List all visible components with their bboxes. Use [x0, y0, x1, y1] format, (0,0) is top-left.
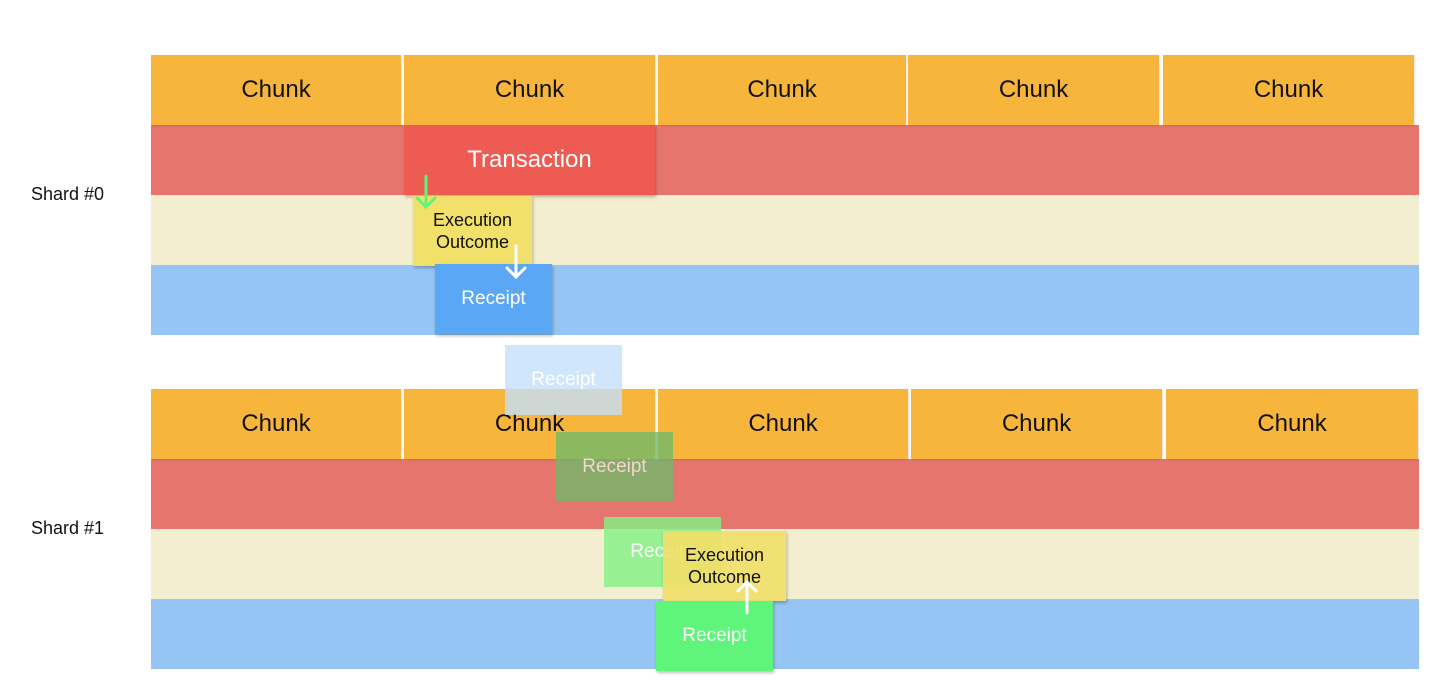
execution-outcome-line-2: Outcome [435, 232, 510, 252]
shard-1-chunk-4: Chunk [911, 389, 1162, 459]
execution-outcome-line-2: Outcome [687, 567, 762, 587]
shard-0-chunk-3: Chunk [658, 55, 906, 125]
shard-0-chunk-2: Chunk [404, 55, 655, 125]
shard-1-transaction-band [151, 459, 1419, 529]
shard-0-chunk-4: Chunk [908, 55, 1159, 125]
shard-0-receipt-band [151, 265, 1419, 335]
shard-0-execution-band [151, 195, 1419, 265]
shard-1-chunk-3: Chunk [658, 389, 908, 459]
shard-1-receipt-mid-box: Receipt [556, 432, 673, 501]
shard-0-transaction-box: Transaction [404, 125, 655, 195]
execution-outcome-line-1: Execution [684, 545, 765, 565]
shard-0-receipt-box: Receipt [435, 264, 552, 334]
shard-0-chunk-1: Chunk [151, 55, 401, 125]
shard-0-label: Shard #0 [31, 184, 105, 204]
shard-0-execution-outcome-box: Execution Outcome [413, 196, 532, 266]
shard-1-chunk-1: Chunk [151, 389, 401, 459]
shard-0-transaction-band [151, 125, 1419, 195]
shard-1-chunk-5: Chunk [1166, 389, 1418, 459]
shard-1-receipt-band [151, 599, 1419, 669]
shard-1-execution-outcome-box: Execution Outcome [663, 531, 786, 601]
shard-1-receipt-ghost-box: Receipt [505, 345, 622, 415]
shard-1-receipt-box: Receipt [656, 601, 773, 671]
shard-0-chunk-5: Chunk [1163, 55, 1414, 125]
shard-1-label: Shard #1 [31, 518, 105, 538]
execution-outcome-line-1: Execution [432, 210, 513, 230]
